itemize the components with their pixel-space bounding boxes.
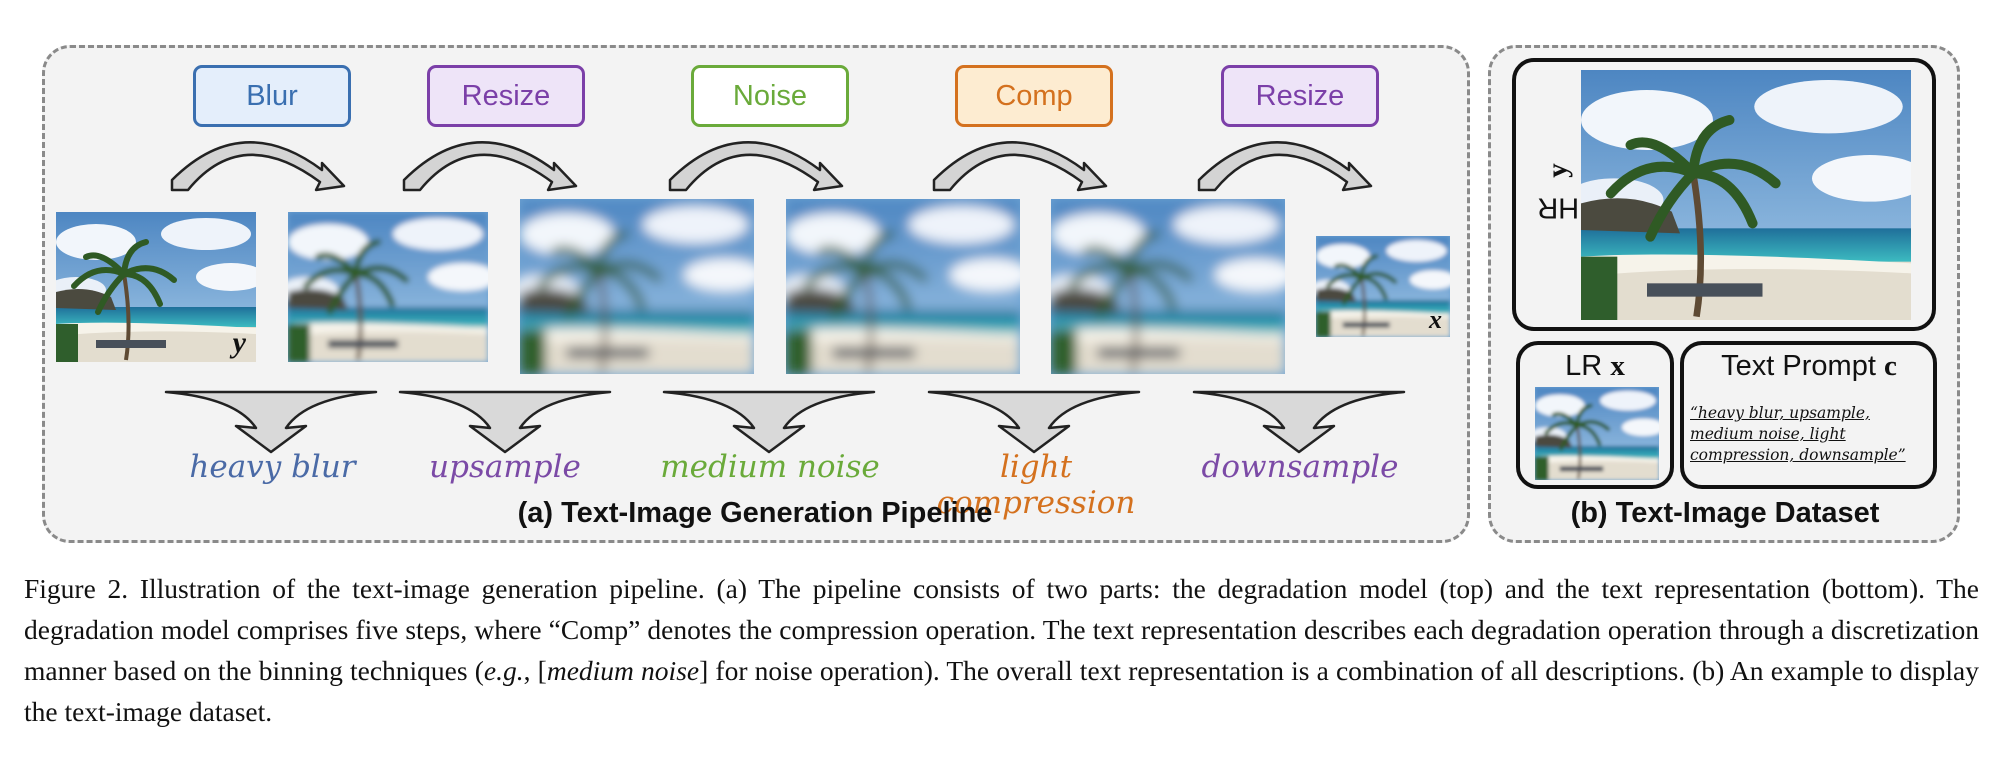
hr-dataset-image: [1581, 70, 1911, 320]
lr-output-image: x: [1316, 236, 1450, 337]
prompt-text: “heavy blur, upsample, medium noise, lig…: [1690, 404, 1906, 464]
op-blur-box: Blur: [193, 65, 351, 127]
y-symbol: y: [232, 326, 246, 359]
prompt-card: [1680, 341, 1937, 489]
panel-b-title: (b) Text-Image Dataset: [1570, 497, 1880, 529]
compressed-image: [1051, 199, 1285, 374]
blurred-image: [288, 212, 488, 362]
desc-medium-noise: medium noise: [660, 449, 880, 485]
figure-caption: Figure 2. Illustration of the text-image…: [24, 573, 1979, 727]
op-resize-box: Resize: [427, 65, 585, 127]
prompt-label: Text Prompt c: [1721, 350, 1897, 382]
op-noise-box: Noise: [691, 65, 849, 127]
panel-a-title: (a) Text-Image Generation Pipeline: [517, 497, 993, 529]
op-resize-box-2: Resize: [1221, 65, 1379, 127]
desc-light-compression: light compression: [936, 449, 1136, 521]
lr-dataset-image: [1535, 387, 1659, 480]
op-comp-box: Comp: [955, 65, 1113, 127]
desc-heavy-blur: heavy blur: [189, 449, 356, 485]
x-symbol: x: [1429, 305, 1442, 334]
desc-downsample: downsample: [1201, 449, 1399, 485]
upsampled-image: [520, 199, 754, 374]
lr-label: LR x: [1565, 350, 1625, 382]
hr-image: y: [56, 212, 256, 362]
desc-upsample: upsample: [429, 449, 581, 485]
noisy-image: [786, 199, 1020, 374]
